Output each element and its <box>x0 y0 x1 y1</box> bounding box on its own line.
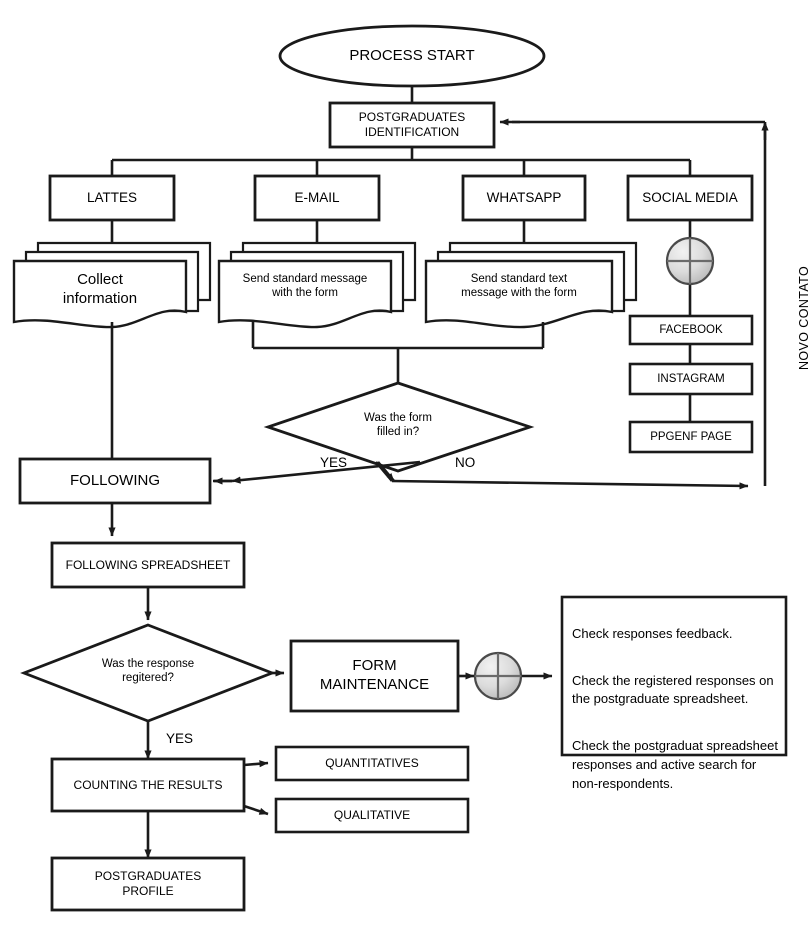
connector-social-media-hit[interactable] <box>667 238 713 284</box>
form-maintenance-shape <box>289 639 460 713</box>
following-shape <box>18 457 212 505</box>
send-standard-text-message-node[interactable] <box>426 243 636 328</box>
connector-form-maintenance-icon <box>473 651 523 701</box>
connector-social-media-icon <box>665 236 715 286</box>
postgraduates-profile-shape <box>50 856 246 912</box>
notes-box-shape <box>560 595 788 757</box>
social-media-shape <box>626 174 754 222</box>
following-spreadsheet-node[interactable] <box>52 543 244 587</box>
qualitative-shape <box>274 797 470 834</box>
ppgenf-page-node[interactable] <box>630 422 752 452</box>
send-standard-message-shape <box>217 259 393 329</box>
decision-form-filled-shape <box>263 381 535 473</box>
social-media-node[interactable] <box>628 176 752 220</box>
postgraduates-profile-node[interactable] <box>52 858 244 910</box>
ppgenf-page-shape <box>628 420 754 454</box>
instagram-shape <box>628 362 754 396</box>
send-standard-text-shape <box>424 259 614 329</box>
counting-the-results-shape <box>50 757 246 813</box>
whatsapp-node[interactable] <box>463 176 585 220</box>
form-maintenance-node[interactable] <box>291 641 458 711</box>
email-node[interactable] <box>255 176 379 220</box>
whatsapp-shape <box>461 174 587 222</box>
quantitatives-node[interactable] <box>276 747 468 780</box>
counting-the-results-node[interactable] <box>52 759 244 811</box>
send-standard-message-node[interactable] <box>219 243 415 328</box>
decision-response-registered-node[interactable] <box>24 625 272 721</box>
instagram-node[interactable] <box>630 364 752 394</box>
quantitatives-shape <box>274 745 470 782</box>
connector-form-maintenance-hit[interactable] <box>475 653 521 699</box>
postgraduates-identification-node[interactable] <box>330 103 494 147</box>
decision-form-filled-node[interactable] <box>268 383 530 471</box>
lattes-node[interactable] <box>50 176 174 220</box>
facebook-shape <box>628 314 754 346</box>
postgraduates-identification-shape <box>328 101 496 149</box>
notes-box-node[interactable] <box>562 597 786 755</box>
qualitative-node[interactable] <box>276 799 468 832</box>
following-node[interactable] <box>20 459 210 503</box>
facebook-node[interactable] <box>630 316 752 344</box>
process-start-node[interactable] <box>280 26 544 86</box>
collect-information-node[interactable] <box>14 243 210 328</box>
lattes-shape <box>48 174 176 222</box>
